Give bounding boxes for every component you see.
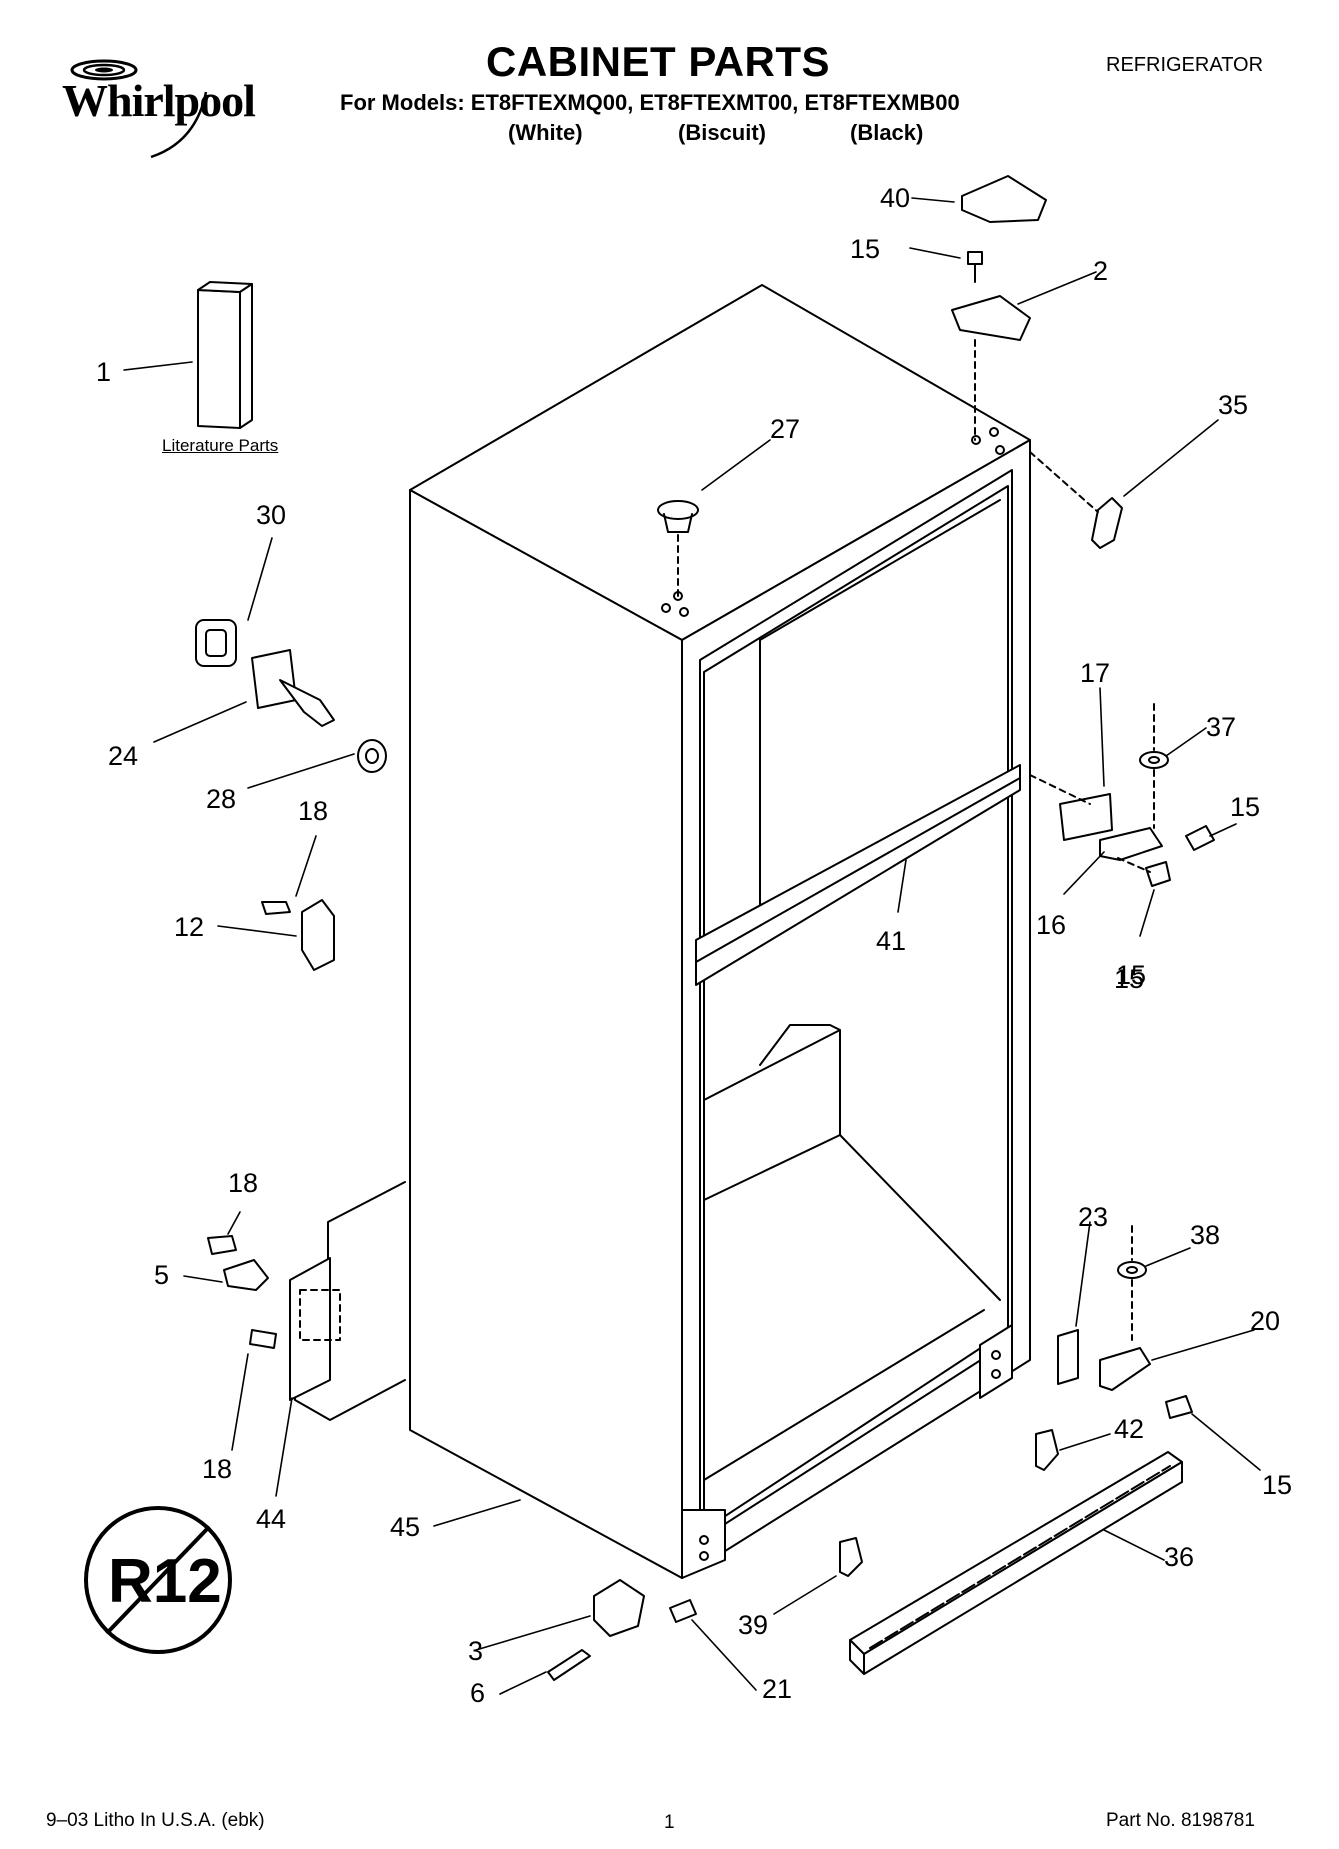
toe-grille-36 xyxy=(849,1451,1183,1675)
footer-part-number: Part No. 8198781 xyxy=(1106,1810,1255,1831)
no-r12-badge: R12 xyxy=(84,1506,232,1654)
callout-5: 5 xyxy=(154,1260,169,1290)
callout-1: 1 xyxy=(96,357,111,387)
callout-16: 16 xyxy=(1036,910,1066,940)
callout-18-c: 18 xyxy=(202,1454,232,1484)
callout-44: 44 xyxy=(256,1504,286,1534)
bracket-12 xyxy=(301,899,335,971)
screw-18-b xyxy=(249,1329,277,1349)
callout-36: 36 xyxy=(1164,1542,1194,1572)
callout-39: 39 xyxy=(738,1610,768,1640)
callout-18-b: 18 xyxy=(228,1168,258,1198)
callout-15-d: 15 xyxy=(1262,1470,1292,1500)
callout-27: 27 xyxy=(770,414,800,444)
callout-23: 23 xyxy=(1078,1202,1108,1232)
callout-24: 24 xyxy=(108,741,138,771)
pin-6 xyxy=(547,1649,591,1681)
callout-35: 35 xyxy=(1218,390,1248,420)
r12-text: R12 xyxy=(108,1547,222,1616)
callout-38: 38 xyxy=(1190,1220,1220,1250)
callout-18-a: 18 xyxy=(298,796,328,826)
callout-20: 20 xyxy=(1250,1306,1280,1336)
category-label: REFRIGERATOR xyxy=(1106,54,1264,76)
callout-28: 28 xyxy=(206,784,236,814)
footer-litho: 9–03 Litho In U.S.A. (ebk) xyxy=(46,1810,265,1831)
clip-42 xyxy=(1035,1429,1059,1471)
screw-15-lower xyxy=(1165,1395,1193,1419)
callout-2: 2 xyxy=(1093,256,1108,286)
brand-name: Whirlpool xyxy=(62,75,256,126)
callout-labels: 40 15 2 1 35 27 30 24 28 17 37 15 18 12 … xyxy=(96,183,1292,1708)
callout-12: 12 xyxy=(174,912,204,942)
screw-15-mid-right xyxy=(1185,825,1215,851)
nut-28 xyxy=(357,739,387,773)
callout-15-a: 15 xyxy=(850,234,880,264)
callout-15-c: 15 xyxy=(1116,960,1146,990)
screw-15-top xyxy=(967,251,983,283)
screw-21 xyxy=(669,1599,697,1623)
color-white: (White) xyxy=(508,120,583,145)
callout-37: 37 xyxy=(1206,712,1236,742)
callout-30: 30 xyxy=(256,500,286,530)
screw-18-upper xyxy=(261,901,291,915)
hinge-cover-35 xyxy=(1091,497,1123,549)
literature-booklet xyxy=(197,281,253,429)
hinge-16 xyxy=(1099,827,1163,861)
callout-45: 45 xyxy=(390,1512,420,1542)
part-24 xyxy=(251,649,297,709)
callout-40: 40 xyxy=(880,183,910,213)
color-black: (Black) xyxy=(850,120,924,145)
leader-lines xyxy=(123,197,1261,1695)
swirl-icon xyxy=(70,59,208,159)
top-hinge-2 xyxy=(951,295,1031,341)
rear-panel-44 xyxy=(289,1181,406,1421)
callout-42: 42 xyxy=(1114,1414,1144,1444)
clip-39 xyxy=(839,1537,863,1577)
cabinet-shell xyxy=(409,284,1031,1579)
lower-hinge-20 xyxy=(1099,1347,1151,1391)
callout-6: 6 xyxy=(470,1678,485,1708)
callout-15-c-dup: 15 xyxy=(1114,964,1144,994)
washer-37 xyxy=(1139,751,1169,769)
callout-15-b: 15 xyxy=(1230,792,1260,822)
shim-23 xyxy=(1057,1329,1079,1385)
bracket-5 xyxy=(223,1259,269,1291)
top-cover-40 xyxy=(961,175,1047,223)
screw-15-mid-lower xyxy=(1145,861,1171,887)
hinge-bracket-17 xyxy=(1059,793,1113,841)
footer-page-number: 1 xyxy=(664,1812,675,1833)
leveler-3 xyxy=(593,1579,645,1637)
color-biscuit: (Biscuit) xyxy=(678,120,766,145)
callout-17: 17 xyxy=(1080,658,1110,688)
callout-41: 41 xyxy=(876,926,906,956)
screw-18-a xyxy=(207,1235,237,1255)
plug-27 xyxy=(657,500,699,533)
callout-21: 21 xyxy=(762,1674,792,1704)
callout-3: 3 xyxy=(468,1636,483,1666)
gasket-30 xyxy=(195,619,237,667)
models-line: For Models: ET8FTEXMQ00, ET8FTEXMT00, ET… xyxy=(340,90,960,115)
page-title: CABINET PARTS xyxy=(486,38,831,85)
washer-38 xyxy=(1117,1261,1147,1279)
literature-parts-label: Literature Parts xyxy=(162,436,279,455)
